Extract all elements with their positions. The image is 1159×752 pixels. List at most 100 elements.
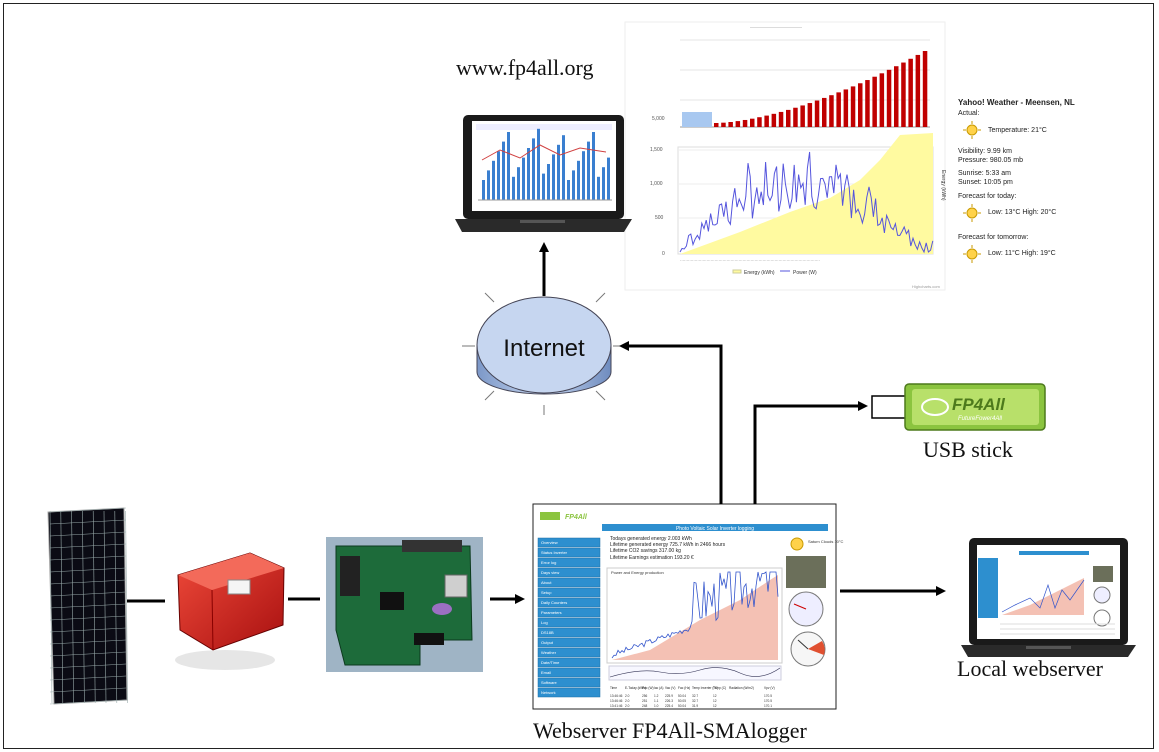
weather-visibility: Visibility: 9.99 km [958, 148, 1012, 155]
table-cell: 226.3 [665, 699, 673, 703]
nav-item-label: Daily Counters [541, 600, 567, 605]
table-cell: 12 [713, 704, 717, 708]
nav-item[interactable] [537, 547, 601, 558]
nav-item[interactable] [537, 637, 601, 648]
nav-item[interactable] [537, 587, 601, 598]
nav-item-label: Date/Time [541, 660, 560, 665]
nav-item[interactable] [537, 667, 601, 678]
nav-item[interactable] [537, 607, 601, 618]
logger-stat-line: Todays generated energy 2.003 kWh [610, 536, 692, 542]
nav-item-label: About [541, 580, 552, 585]
table-header: Temp Inverter (°C) [692, 686, 718, 690]
nav-item-label: Overview [541, 540, 558, 545]
table-header: Pac (W) [642, 686, 654, 690]
nav-item[interactable] [537, 597, 601, 608]
table-cell: 32.7 [692, 694, 698, 698]
table-header: Time [610, 686, 617, 690]
nav-item[interactable] [537, 567, 601, 578]
table-cell: 13:46:46 [610, 694, 623, 698]
usb-stick-label: USB stick [923, 437, 1013, 462]
table-cell: 225.9 [665, 694, 673, 698]
table-header: Vac (V) [665, 686, 675, 690]
sun-icon [962, 120, 982, 140]
bar [829, 95, 834, 127]
logger-stat-line: Lifetime Earnings estimation 193.20 € [610, 554, 694, 561]
bar [757, 117, 762, 127]
bar [865, 80, 870, 127]
bar [894, 66, 899, 127]
y-tick: 1,500 [650, 147, 663, 153]
website-bar-series [714, 51, 928, 128]
top-y-tick: 5,000 [652, 116, 665, 122]
nav-item[interactable] [537, 537, 601, 548]
nav-item[interactable] [537, 617, 601, 628]
pcb-board [326, 537, 483, 672]
nav-item-label: Parameters [541, 610, 562, 615]
table-cell: 50.05 [678, 699, 686, 703]
nav-item[interactable] [537, 677, 601, 688]
logger-chart-title: Power and Energy production [611, 570, 664, 575]
nav-item[interactable] [537, 627, 601, 638]
nav-item[interactable] [537, 647, 601, 658]
sun-cloud-icon [962, 203, 982, 223]
logger-stat-line: Lifetime generated energy 725.7 kWh in 2… [610, 542, 726, 549]
table-cell: 225.4 [665, 704, 673, 708]
nav-item-label: Status Inverter [541, 550, 568, 555]
bar [836, 92, 841, 127]
table-cell: 170.1 [764, 704, 772, 708]
bar [786, 109, 791, 127]
weather-pressure: Pressure: 980.05 mb [958, 157, 1023, 164]
table-header: Temp (C) [713, 686, 726, 690]
weather-temperature: Temperature: 21°C [988, 127, 1047, 134]
bar [735, 121, 741, 127]
connectors [127, 242, 946, 604]
nav-item[interactable] [537, 577, 601, 588]
usb-stick: FP4All FutureFower4All [871, 383, 1046, 431]
table-cell: 170.5 [764, 699, 772, 703]
laptop-website [455, 115, 632, 232]
nav-item-label: Days view [541, 570, 559, 575]
nav-item[interactable] [537, 657, 601, 668]
bar [886, 69, 892, 127]
nav-item-label: DS18B [541, 630, 554, 635]
nav-item-label: Weather [541, 650, 557, 655]
bar [850, 86, 856, 127]
nav-item-label: Log [541, 620, 548, 625]
forecast-today: Low: 13°C High: 20°C [988, 209, 1057, 216]
table-cell: 1.2 [654, 694, 659, 698]
table-cell: 2.0 [625, 704, 630, 708]
weather-actual-label: Actual: [958, 110, 980, 117]
bar [922, 51, 928, 127]
nav-item[interactable] [537, 687, 601, 698]
inverter [175, 552, 285, 670]
bar [728, 122, 733, 127]
website-chart: 5,000 ————————————— 1,500 1,000 500 0 ··… [624, 21, 946, 291]
table-cell: 13:46:46 [610, 699, 623, 703]
table-cell: 1.1 [654, 699, 659, 703]
table-cell: 50.04 [678, 704, 686, 708]
bar [750, 118, 755, 127]
nav-item[interactable] [537, 557, 601, 568]
logger-label: Webserver FP4All-SMAlogger [533, 718, 807, 743]
nav-item-label: Software [541, 680, 558, 685]
internet-label: Internet [503, 335, 585, 362]
logger-screenshot: FP4All Photo Voltaic Solar Inverter logg… [532, 503, 844, 710]
table-header: Iac (A) [654, 686, 663, 690]
bar [764, 115, 769, 127]
bar [822, 97, 827, 127]
table-cell: 12 [713, 694, 717, 698]
nav-item-label: Error log [541, 560, 556, 565]
bar [872, 76, 877, 127]
bar [714, 123, 719, 127]
solar-panel [47, 507, 128, 705]
weather-sunset: Sunset: 10:05 pm [958, 179, 1013, 186]
bar [793, 107, 798, 127]
table-header: Radiation (W/m2) [729, 686, 754, 690]
bar [800, 105, 805, 127]
internet-node: Internet [462, 270, 626, 415]
logger-header: Photo Voltaic Solar Inverter logging [676, 526, 754, 532]
table-cell: 32.7 [692, 699, 698, 703]
